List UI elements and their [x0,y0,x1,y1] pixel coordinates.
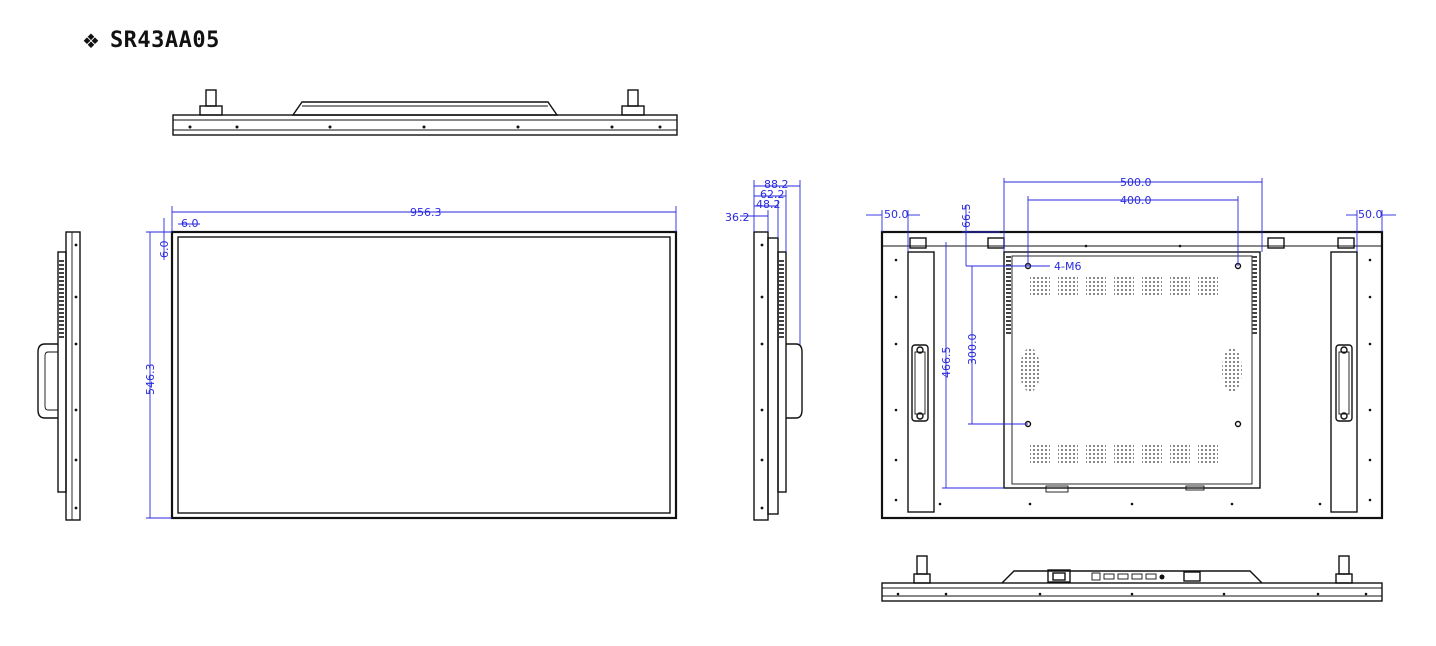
rear-speaker-left-icon [1020,348,1040,392]
diamond-bullet-icon: ❖ [82,28,100,53]
model-title: SR43AA05 [109,28,220,53]
rear-right-rail [1330,251,1358,513]
rear-left-rail [907,251,935,513]
left-side-view [37,231,81,521]
rear-view-dimensions: 500.0 400.0 50.0 50.0 66.5 4-M6 300.0 46… [866,176,1396,489]
rear-speaker-right-icon [1222,348,1242,392]
front-view-dimensions: 956.3 6.0 546.3 6.0 [144,206,677,519]
model-heading: ❖ SR43AA05 [82,28,220,53]
dim-rear-vesa-h-outer: 500.0 [1120,176,1152,189]
dim-bezel-side: 6.0 [181,217,199,230]
rear-view [880,230,1384,520]
dim-depth-2: 62.2 [760,188,785,201]
rear-vent-bottom [1030,444,1218,464]
power-inlet-icon [1047,569,1071,583]
dim-rear-height-mount: 466.5 [940,347,953,379]
rear-vent-top [1030,276,1218,296]
dim-rear-margin-right: 50.0 [1358,208,1383,221]
top-view [172,89,678,136]
front-view [170,230,678,520]
screw-label: 4-M6 [1054,260,1081,273]
dim-rear-vesa-v: 300.0 [966,334,979,366]
bottom-view [881,555,1383,602]
dim-front-height: 546.3 [144,364,157,396]
side-view-dimensions: 88.2 62.2 48.2 36.2 [725,178,801,345]
dim-bezel-top: 6.0 [158,241,171,259]
dim-rear-vesa-h-inner: 400.0 [1120,194,1152,207]
dim-rear-top-offset: 66.5 [960,204,973,229]
rear-right-handle-icon [1335,344,1353,422]
top-view-stand-left [199,89,223,116]
dim-rear-margin-left: 50.0 [884,208,909,221]
dim-depth-3: 48.2 [756,198,781,211]
dim-depth-panel: 36.2 [725,211,750,224]
top-view-stand-right [621,89,645,116]
dim-depth-total: 88.2 [764,178,789,191]
dim-front-width: 956.3 [410,206,442,219]
rear-left-handle-icon [911,344,929,422]
right-side-view [753,231,803,521]
